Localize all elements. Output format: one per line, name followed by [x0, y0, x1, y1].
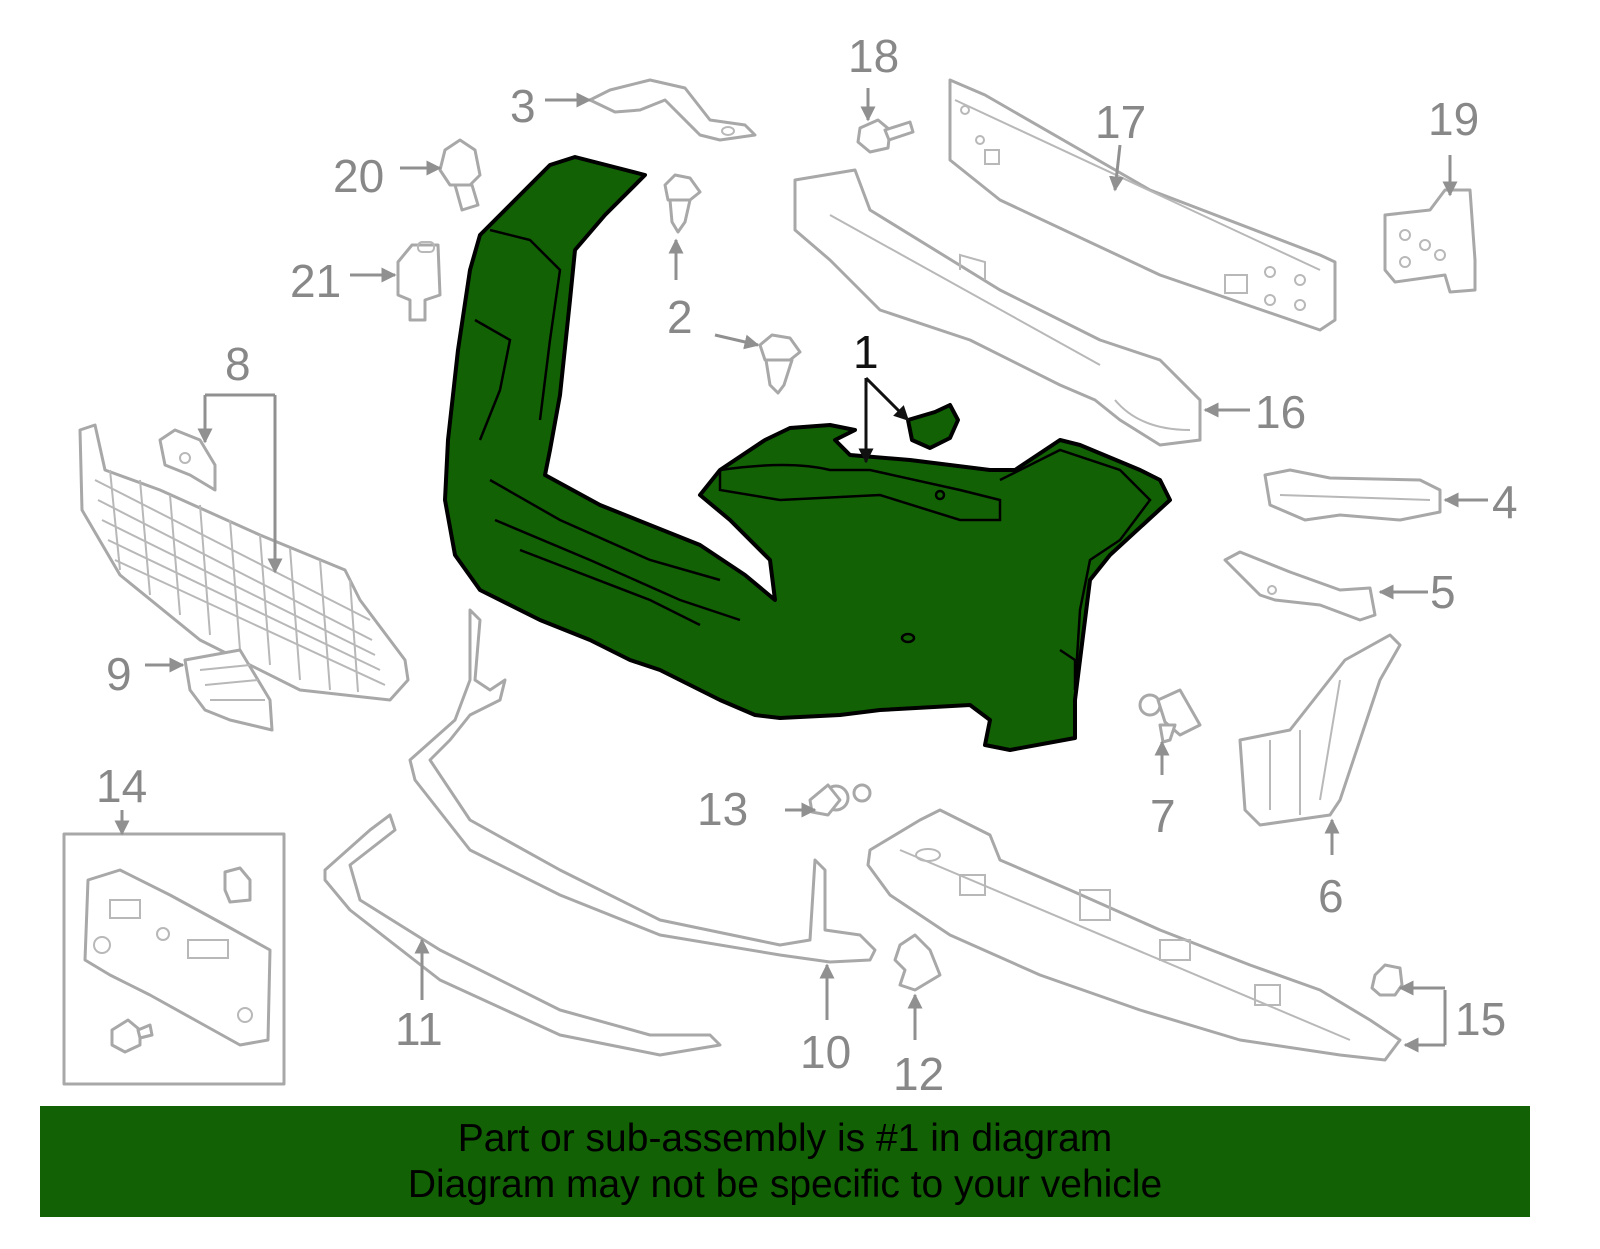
- callout-6: 6: [1318, 870, 1344, 922]
- part-6-side-bracket: [1238, 633, 1402, 827]
- callout-19: 19: [1428, 93, 1479, 145]
- part-18-bolt: [856, 118, 915, 154]
- part-21-holder: [396, 241, 442, 322]
- part-5-bracket: [1223, 550, 1377, 622]
- callout-14: 14: [96, 760, 147, 812]
- part-16-absorber: [793, 168, 1202, 447]
- part-2-clip-top: [663, 173, 702, 234]
- part-8-grille: [78, 423, 410, 702]
- part-14-license-bracket: [62, 832, 286, 1086]
- part-15-clip: [1370, 963, 1404, 997]
- part-7-clip: [1138, 688, 1202, 744]
- part-10-lower-bracket: [408, 608, 877, 964]
- part-19-bracket: [1383, 188, 1477, 294]
- part-2-clip: [758, 333, 802, 395]
- part-15-undercover: [866, 808, 1402, 1062]
- callout-20: 20: [333, 150, 384, 202]
- callout-9: 9: [106, 648, 132, 700]
- callout-13: 13: [697, 783, 748, 835]
- part-8-small-bracket: [158, 428, 217, 492]
- callout-16: 16: [1255, 386, 1306, 438]
- banner-line-1: Part or sub-assembly is #1 in diagram: [457, 1116, 1113, 1160]
- callout-21: 21: [290, 255, 341, 307]
- leader-lines: [114, 88, 1488, 1053]
- callout-5: 5: [1430, 566, 1456, 618]
- callout-2: 2: [667, 291, 693, 343]
- part-12-clip: [893, 933, 942, 992]
- part-1-bumper-cover: [443, 155, 1172, 752]
- callout-3: 3: [510, 80, 536, 132]
- callout-12: 12: [893, 1048, 944, 1100]
- callout-18: 18: [848, 30, 899, 82]
- callout-8: 8: [225, 338, 251, 390]
- banner-line-2: Diagram may not be specific to your vehi…: [407, 1162, 1163, 1206]
- part-3-bracket: [588, 78, 757, 142]
- part-17-reinforcement: [948, 78, 1337, 332]
- part-20-sensor: [438, 138, 482, 212]
- part-9-cover: [183, 648, 274, 732]
- info-banner: Part or sub-assembly is #1 in diagram Di…: [40, 1106, 1530, 1217]
- part-1-bracket: [906, 403, 960, 450]
- callout-11: 11: [395, 1003, 443, 1055]
- callout-4: 4: [1492, 476, 1518, 528]
- part-11-spoiler: [323, 813, 722, 1057]
- callout-17: 17: [1095, 96, 1146, 148]
- callouts: 1 2 3 4 5 6 7 8 9 10 11 12 13 14 15 16 1…: [96, 30, 1518, 1100]
- part-4-bracket: [1263, 468, 1442, 522]
- callout-7: 7: [1150, 790, 1176, 842]
- callout-1: 1: [853, 326, 879, 378]
- callout-15: 15: [1455, 993, 1506, 1045]
- callout-10: 10: [800, 1026, 851, 1078]
- part-13-clip: [808, 783, 872, 817]
